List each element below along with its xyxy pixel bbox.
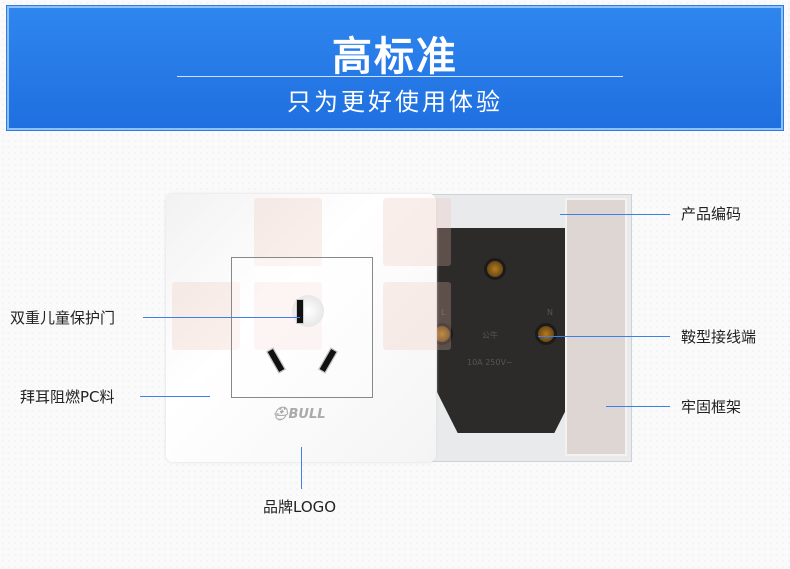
brand-logo: ⛑BULL bbox=[272, 407, 326, 422]
outlet-face bbox=[231, 257, 373, 398]
earth-slot bbox=[296, 299, 304, 324]
socket-mechanism: L N 公牛 10A 250V~ bbox=[437, 228, 575, 433]
label-saddle-terminal: 鞍型接线端 bbox=[681, 328, 757, 346]
divider bbox=[177, 76, 623, 77]
mech-text: 公牛 bbox=[482, 331, 498, 340]
earth-terminal bbox=[484, 258, 506, 280]
rating-text: 10A 250V~ bbox=[467, 358, 513, 367]
label-product-code: 产品编码 bbox=[681, 205, 742, 223]
mark-l: L bbox=[441, 308, 446, 317]
socket-panel: ⛑BULL bbox=[166, 194, 451, 462]
banner-subtitle: 只为更好使用体验 bbox=[287, 88, 503, 116]
banner: 高标准 只为更好使用体验 bbox=[7, 6, 783, 130]
label-brand-logo: 品牌LOGO bbox=[263, 498, 337, 516]
label-frame: 牢固框架 bbox=[681, 398, 742, 416]
neutral-terminal bbox=[535, 323, 557, 345]
live-terminal bbox=[437, 323, 453, 345]
banner-title: 高标准 bbox=[332, 34, 458, 80]
mounting-frame bbox=[565, 198, 627, 456]
label-child-door: 双重儿童保护门 bbox=[10, 309, 116, 327]
mark-n: N bbox=[547, 308, 553, 317]
live-slot bbox=[266, 347, 286, 374]
neutral-slot bbox=[318, 347, 338, 374]
label-pc-material: 拜耳阻燃PC料 bbox=[20, 388, 115, 406]
